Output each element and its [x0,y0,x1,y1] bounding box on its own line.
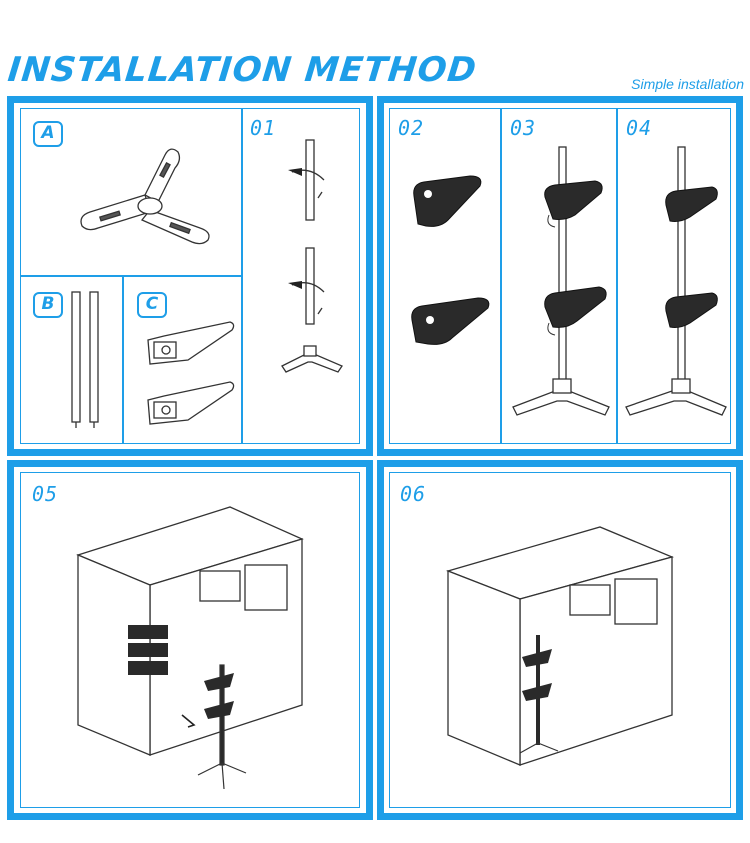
step-05-case-illustration [76,506,304,790]
step-05-label: 05 [32,482,59,506]
step-04-illustration [625,146,727,416]
step-01-cell [242,108,360,444]
part-c-badge: C [137,292,167,318]
brackets-illustration [147,321,235,425]
step-06-case-illustration [445,526,674,766]
page-subtitle: Simple installation [631,76,744,92]
step-04-label: 04 [626,116,653,140]
step-02-label: 02 [398,116,425,140]
step-02-illustration [411,175,490,345]
step-01-illustration [281,139,343,373]
tripod-base-illustration [80,148,210,245]
poles-illustration [71,291,99,428]
part-b-badge: B [33,292,63,318]
part-a-cell [20,108,242,276]
step-03-illustration [512,146,610,416]
step-06-label: 06 [400,482,427,506]
step-02-cell [389,108,501,444]
step-01-label: 01 [250,116,277,140]
page-title: INSTALLATION METHOD [5,50,479,90]
step-03-label: 03 [510,116,537,140]
part-a-badge: A [33,121,63,147]
